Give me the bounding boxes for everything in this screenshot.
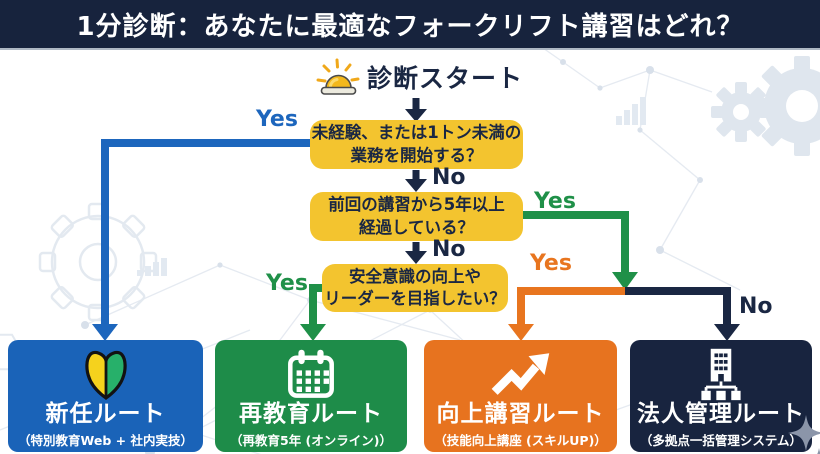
route-subtitle: （多拠点一括管理システム）: [639, 433, 803, 449]
building-org-icon: [701, 348, 741, 400]
route-subtitle: （特別教育Web + 社内実技）: [18, 433, 193, 449]
start-node: 診断スタート: [316, 58, 523, 96]
question-text: 前回の講習から5年以上: [328, 195, 505, 215]
question-text: 経過している？: [358, 217, 474, 237]
question-text: 業務を開始する？: [350, 145, 483, 165]
route-title: 法人管理ルート: [637, 401, 805, 427]
route-card-houjin: 法人管理ルート （多拠点一括管理システム）: [630, 340, 812, 452]
route-title: 向上講習ルート: [436, 401, 605, 427]
route-icon-wrap: [283, 345, 339, 402]
gear-filled-icon: [752, 56, 820, 156]
question-text: リーダーを目指したい？: [324, 289, 506, 308]
branch-label-yes-q3-left: Yes: [266, 271, 308, 296]
branch-label-no-junction: No: [739, 294, 773, 319]
route-card-koujou: 向上講習ルート （技能向上講座 (スキルUP)）: [424, 340, 617, 452]
branch-label-yes-q1: Yes: [256, 107, 298, 132]
route-card-saikyoiku: 再教育ルート （再教育5年 (オンライン)）: [215, 340, 407, 452]
gear-outline-icon: [38, 202, 158, 322]
branch-label-yes-q2: Yes: [534, 189, 576, 214]
page-title: 1分診断：あなたに最適なフォークリフト講習はどれ？: [76, 11, 744, 42]
route-icon-wrap: [694, 345, 748, 402]
start-label: 診断スタート: [367, 64, 524, 93]
question-text: 安全意識の向上や: [349, 266, 481, 286]
route-icon-wrap: [489, 345, 553, 402]
calendar-icon: [288, 349, 334, 398]
beginner-mark-icon: [84, 350, 127, 400]
title-bar: 1分診断：あなたに最適なフォークリフト講習はどれ？: [0, 0, 820, 50]
branch-label-no-q2: No: [432, 237, 466, 262]
question-box-2: 前回の講習から5年以上 経過している？: [310, 192, 523, 241]
route-icon-wrap: [82, 345, 130, 402]
route-title: 新任ルート: [45, 401, 166, 427]
route-title: 再教育ルート: [239, 401, 383, 427]
branch-label-no-q1: No: [432, 165, 466, 190]
gear-small-icon: [711, 82, 771, 142]
siren-icon: [316, 58, 360, 95]
question-box-1: 未経験、または1トン未満の 業務を開始する？: [310, 120, 523, 169]
question-box-3: 安全意識の向上や リーダーを目指したい？: [322, 264, 508, 312]
branch-label-yes-q3-right: Yes: [530, 251, 572, 276]
trend-up-icon: [491, 352, 549, 395]
route-subtitle: （技能向上講座 (スキルUP)）: [434, 433, 607, 449]
route-card-shinnin: 新任ルート （特別教育Web + 社内実技）: [8, 340, 203, 452]
question-text: 未経験、または1トン未満の: [311, 123, 522, 143]
route-subtitle: （再教育5年 (オンライン)）: [230, 433, 392, 449]
